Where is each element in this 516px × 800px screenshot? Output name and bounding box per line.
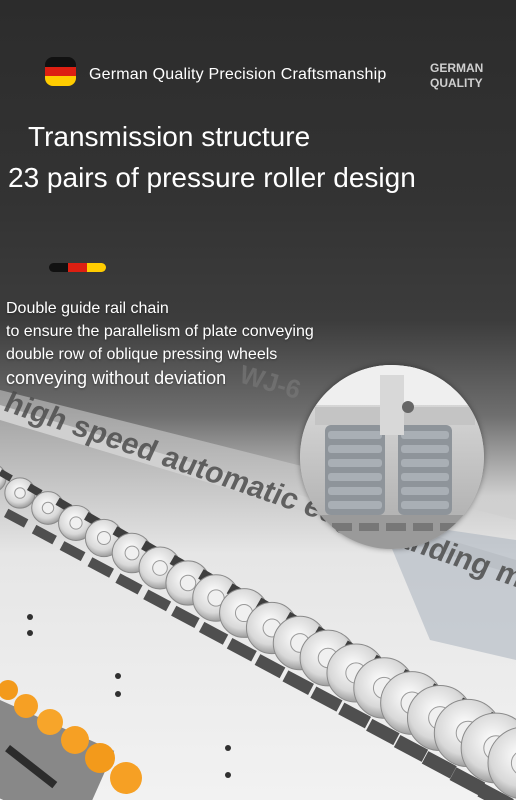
bed-screws <box>27 614 231 778</box>
title-line1: Transmission structure <box>28 121 311 152</box>
chain-link <box>3 508 29 528</box>
detail-magnifier-inset <box>300 365 484 549</box>
chain-link <box>338 702 372 729</box>
chain-link <box>59 541 86 562</box>
feature-line-4: conveying without deviation <box>6 368 227 388</box>
flag-stripe-icon <box>49 263 106 272</box>
chain-link <box>226 638 257 662</box>
title-line2: 23 pairs of pressure roller design <box>8 162 416 193</box>
pressure-roller-row <box>0 465 516 799</box>
badge-line1: GERMAN <box>430 61 484 75</box>
chain-link <box>171 605 200 629</box>
chain-link <box>31 524 57 545</box>
pressure-roller <box>0 465 13 491</box>
chain-link <box>143 589 172 612</box>
badge-line2: QUALITY <box>430 76 483 90</box>
feature-line-3: double row of oblique pressing wheels <box>6 346 278 363</box>
chain-link <box>198 621 229 645</box>
german-quality-badge: GERMAN QUALITY <box>430 61 484 91</box>
chain-link <box>115 573 143 595</box>
chain-link <box>87 557 115 578</box>
chain-link <box>366 718 400 746</box>
pressure-roller <box>487 727 516 799</box>
feature-line-1: Double guide rail chain <box>6 300 169 317</box>
chain-link <box>477 783 514 800</box>
feature-line-2: to ensure the parallelism of plate conve… <box>6 323 314 340</box>
inset-detail-drawing <box>300 365 484 549</box>
machine-model: WJ-6 <box>236 359 304 405</box>
chain-link <box>282 670 314 695</box>
pressure-roller <box>4 477 43 509</box>
chain-link <box>449 767 486 796</box>
chain-link <box>421 751 457 779</box>
chain-link <box>254 654 286 679</box>
chain-link <box>393 734 429 762</box>
chain-link <box>310 686 343 712</box>
german-flag-icon <box>45 57 76 86</box>
conveyor-chain <box>3 508 516 800</box>
header-tagline: German Quality Precision Craftsmanship <box>89 66 387 83</box>
